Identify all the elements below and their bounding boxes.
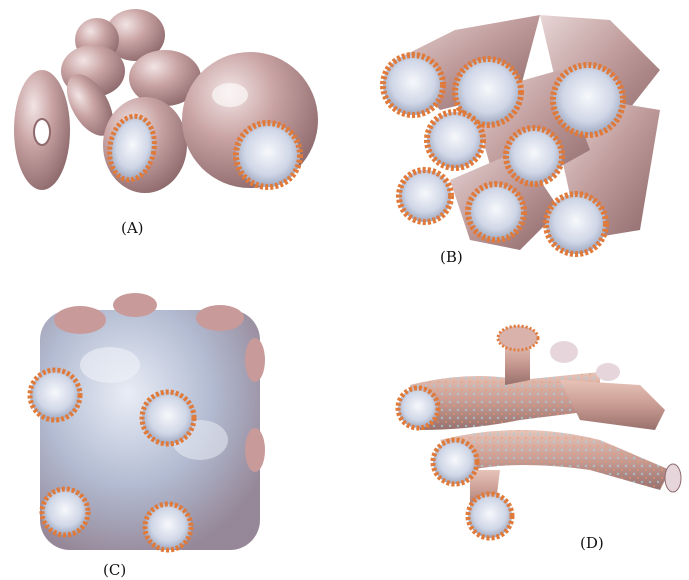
tube-cap-small-2 (596, 363, 620, 381)
tube-end-bottom (468, 494, 512, 538)
vesicle-large-lumen (236, 123, 300, 187)
cubic-side-port-1 (245, 338, 265, 382)
cubic-channel-end-3 (42, 489, 88, 535)
cylinder-end-bottom-right (546, 194, 606, 254)
panel-d-illustration (398, 326, 681, 538)
panel-label-c: (C) (103, 561, 126, 579)
panel-b-illustration (383, 15, 660, 254)
tube-end-lower-left (433, 440, 477, 484)
cubic-channel-end-4 (145, 504, 191, 550)
cylinder-end-bottom-left (399, 170, 451, 222)
tube-end-left (398, 388, 438, 428)
panel-c-illustration (30, 293, 265, 550)
cubic-top-port-2 (113, 293, 157, 317)
cylinder-end-top-right (553, 65, 623, 135)
tube-cap-top (498, 326, 538, 350)
vesicle-large-highlight (212, 83, 248, 107)
cubic-highlight-1 (80, 347, 140, 383)
cylinder-end-mid-center (506, 128, 562, 184)
torus-hole (34, 119, 50, 145)
cylinder-end-bottom-mid (468, 184, 524, 240)
panel-a-illustration (14, 9, 318, 193)
cubic-top-port-1 (54, 306, 106, 334)
branch-tube-right-up (560, 380, 665, 430)
cylinder-end-top-left (383, 55, 443, 115)
cylinder-end-mid-left (427, 112, 483, 168)
tube-end-right (665, 464, 681, 492)
panel-label-b: (B) (440, 248, 463, 266)
cubic-channel-end-2 (142, 392, 194, 444)
panel-label-d: (D) (580, 534, 604, 552)
cubic-side-port-2 (245, 428, 265, 472)
panel-label-a: (A) (121, 219, 144, 237)
tube-cap-small (550, 341, 578, 363)
cubic-top-port-3 (196, 305, 244, 331)
cubic-channel-end-1 (30, 370, 80, 420)
